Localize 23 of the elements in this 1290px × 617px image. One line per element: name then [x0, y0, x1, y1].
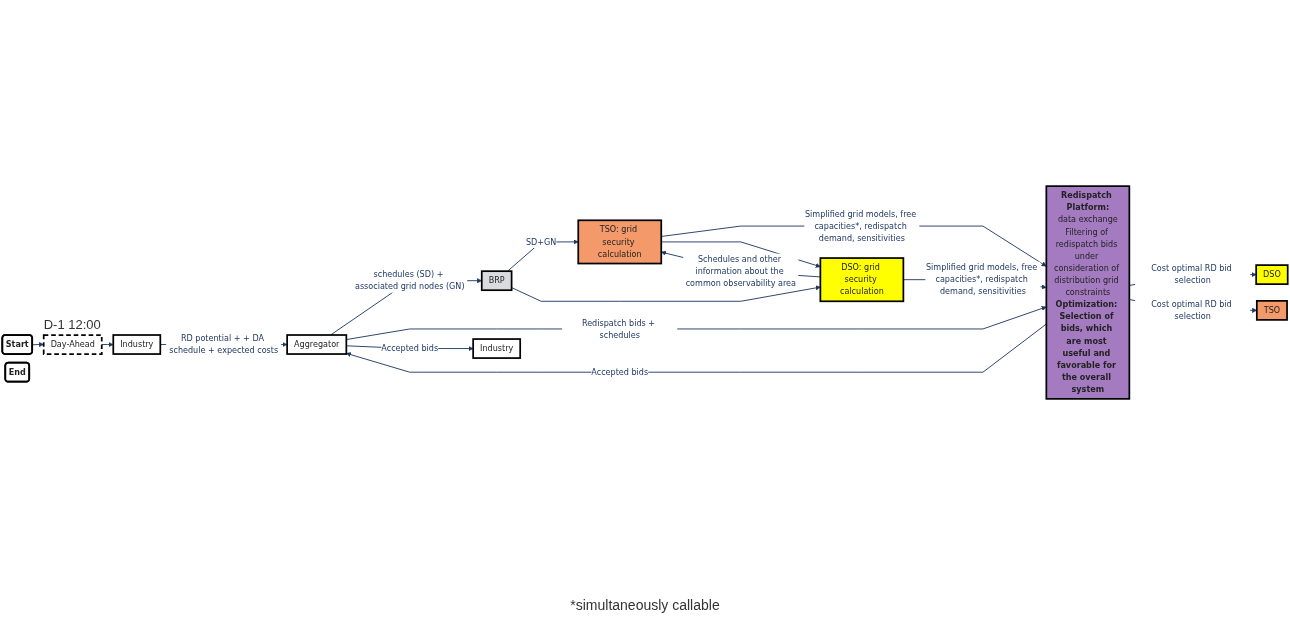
footnote: *simultaneously callable: [570, 597, 720, 613]
edge-label: Simplified grid models, free capacities*, redispatch demand, sensitivities: [925, 262, 1038, 297]
edge-label: Schedules and other information about the common observability area: [685, 254, 796, 289]
node-box: TSO: [1255, 300, 1288, 321]
edge-label: SD+GN: [525, 237, 557, 247]
edge-label: Redispatch bids + schedules: [581, 318, 656, 340]
edge-label: Simplified grid models, free capacities*, redispatch demand, sensitivities: [804, 209, 917, 243]
edge-label: Accepted bids: [591, 367, 649, 377]
time-note: D-1 12:00: [43, 317, 101, 332]
edge-label: Accepted bids: [381, 343, 439, 353]
node-box: Day-Ahead: [42, 334, 103, 355]
edge-label: RD potential + + DA schedule + expected costs: [169, 333, 279, 355]
node-box: DSO: [1255, 264, 1289, 285]
node-box: Industry: [112, 334, 162, 355]
node-box: BRP: [480, 270, 513, 292]
edge-label: Cost optimal RD bid selection: [1151, 263, 1232, 286]
edge-label: schedules (SD) + associated grid nodes (GN): [354, 269, 465, 292]
node-box: Industry: [472, 338, 522, 359]
node-box: Redispatch Platform: data exchange Filtering of redispatch bids under consideration of distribution grid constraints Optimization: Selection of bids, which are most useful and favorable for the overall system: [1045, 185, 1131, 400]
node-box: TSO: grid security calculation: [577, 219, 663, 265]
edge-label: Cost optimal RD bid selection: [1151, 299, 1232, 321]
node-box: Aggregator: [286, 334, 348, 355]
node-box: DSO: grid security calculation: [819, 257, 905, 303]
